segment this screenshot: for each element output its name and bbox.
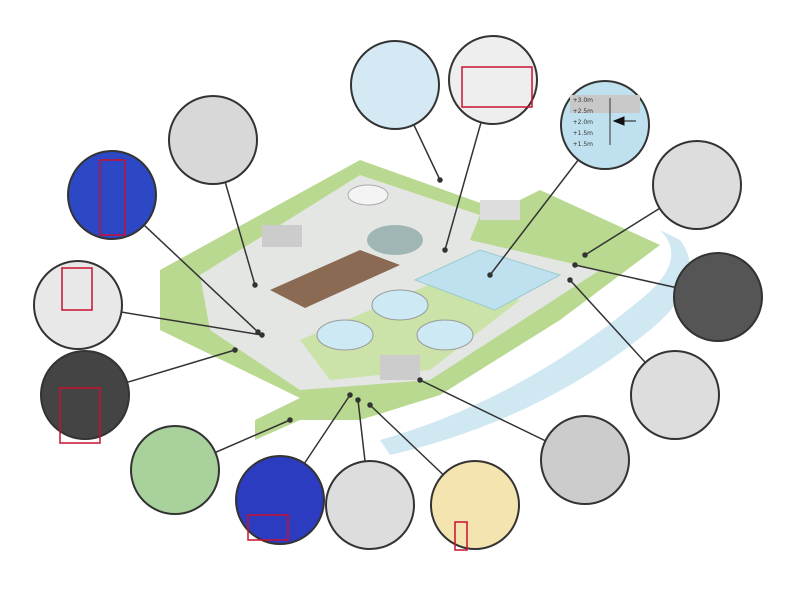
- door-access-icon[interactable]: [540, 415, 630, 505]
- detection-box: [61, 267, 93, 311]
- detection-box: [99, 159, 126, 236]
- gate-access-icon[interactable]: [652, 140, 742, 230]
- vehicle-radar-icon[interactable]: [630, 350, 720, 440]
- sludge-beds: [270, 250, 400, 308]
- anchor-dot: [287, 417, 293, 423]
- clarifier: [367, 225, 423, 255]
- anchor-dot: [582, 252, 588, 258]
- building: [480, 200, 520, 220]
- detection-box: [454, 521, 468, 551]
- anchor-dot: [367, 402, 373, 408]
- building: [380, 355, 420, 380]
- clarifier: [316, 319, 374, 351]
- fence-intruder-icon[interactable]: [40, 350, 130, 440]
- anchor-dot: [347, 392, 353, 398]
- anchor-dot: [437, 177, 443, 183]
- drone-icon[interactable]: [350, 40, 440, 130]
- thermal-pumps-icon[interactable]: [67, 150, 157, 240]
- detection-box: [59, 387, 101, 444]
- anchor-dot: [232, 347, 238, 353]
- perimeter-walker-icon[interactable]: [130, 425, 220, 515]
- water-level-label: +3.0m: [573, 97, 594, 104]
- water-level-label: +2.5m: [573, 108, 594, 115]
- basins: [413, 249, 562, 311]
- restricted-zone-icon[interactable]: [430, 460, 520, 550]
- anchor-dot: [355, 397, 361, 403]
- water-level-gauge: +3.0m +2.5m +2.0m +1.5m +1.5m: [570, 95, 640, 148]
- anchor-dot: [487, 272, 493, 278]
- pump-detection-icon[interactable]: [33, 260, 123, 350]
- pipe-overview-icon[interactable]: [168, 95, 258, 185]
- clarifier: [371, 289, 429, 321]
- water-level-label: +1.5m: [573, 130, 594, 137]
- anchor-dot: [252, 282, 258, 288]
- anchor-dot: [255, 329, 261, 335]
- callout-circles: +3.0m +2.5m +2.0m +1.5m +1.5m: [33, 35, 763, 551]
- building: [262, 225, 302, 247]
- anchor-dot: [259, 332, 265, 338]
- anchor-dot: [567, 277, 573, 283]
- anchor-dot: [417, 377, 423, 383]
- clarifier: [416, 319, 474, 351]
- water-level-label: +2.0m: [573, 119, 594, 126]
- current-level-arrow: [612, 116, 636, 126]
- tank: [347, 184, 389, 206]
- card-reader-icon[interactable]: [673, 252, 763, 342]
- lawn: [300, 280, 520, 380]
- water-level-label: +1.5m: [573, 141, 594, 148]
- anchor-dot: [572, 262, 578, 268]
- detection-box: [247, 514, 289, 541]
- thermal-tank-icon[interactable]: [235, 455, 325, 545]
- fallen-person-icon[interactable]: [448, 35, 538, 125]
- detection-box: [461, 66, 533, 108]
- anchor-dot: [442, 247, 448, 253]
- tank-leak-icon[interactable]: [325, 460, 415, 550]
